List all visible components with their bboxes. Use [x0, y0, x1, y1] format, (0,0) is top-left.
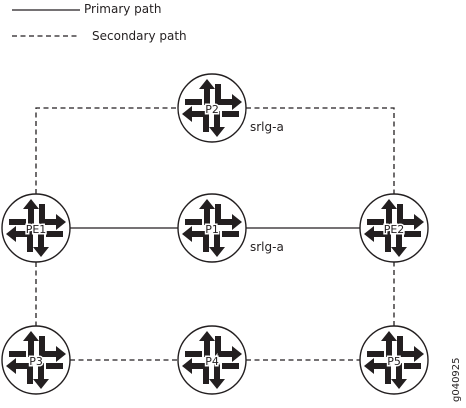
legend-secondary-label: Secondary path	[92, 29, 187, 43]
router-icon	[6, 331, 66, 389]
legend: Primary path Secondary path	[12, 2, 187, 43]
router-label: P4	[205, 355, 219, 368]
router-icon	[182, 199, 242, 257]
srlg-label-p1: srlg-a	[250, 240, 284, 254]
router-icon	[182, 79, 242, 137]
router-icon	[182, 331, 242, 389]
router-label: P2	[205, 103, 219, 116]
link-p2-pe2	[212, 107, 395, 228]
router-body	[359, 193, 429, 263]
link-pe1-p2	[35, 107, 212, 228]
router-p2: P2	[177, 73, 247, 143]
router-label: P3	[29, 355, 43, 368]
router-body	[1, 325, 71, 395]
router-pe2: PE2	[359, 193, 429, 263]
legend-primary-label: Primary path	[84, 2, 161, 16]
router-p4: P4	[177, 325, 247, 395]
router-label: PE1	[26, 223, 47, 236]
router-label: P5	[387, 355, 401, 368]
srlg-label-p2: srlg-a	[250, 120, 284, 134]
router-body	[359, 325, 429, 395]
router-body	[177, 73, 247, 143]
router-icon	[6, 199, 66, 257]
router-label: P1	[205, 223, 219, 236]
router-icon	[364, 331, 424, 389]
router-body	[177, 325, 247, 395]
router-label: PE2	[384, 223, 405, 236]
router-body	[177, 193, 247, 263]
router-pe1: PE1	[1, 193, 71, 263]
router-p1: P1	[177, 193, 247, 263]
router-p3: P3	[1, 325, 71, 395]
router-p5: P5	[359, 325, 429, 395]
figure-id: g040925	[451, 357, 462, 402]
router-icon	[364, 199, 424, 257]
router-body	[1, 193, 71, 263]
